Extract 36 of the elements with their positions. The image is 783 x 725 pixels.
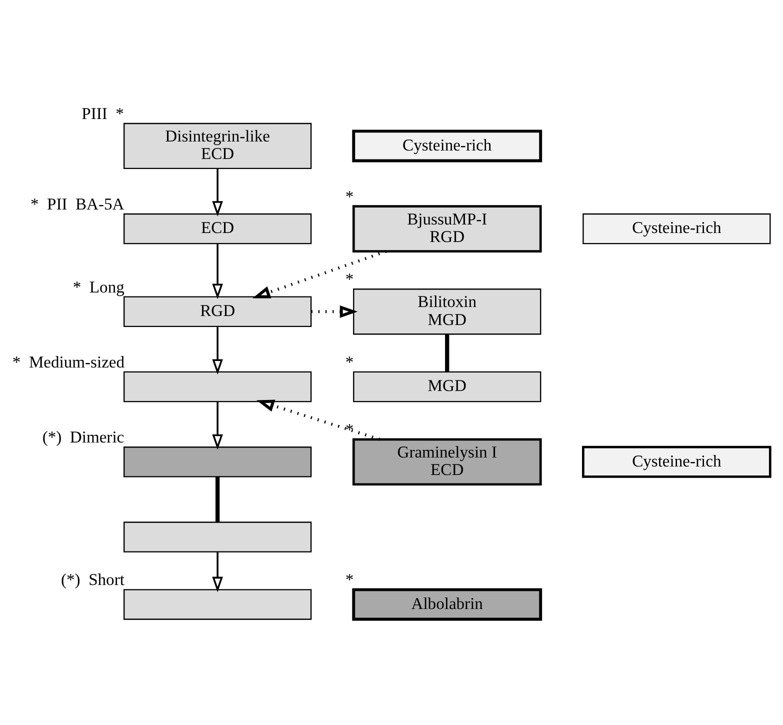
arrow bbox=[252, 250, 387, 298]
node-box: Cysteine-rich bbox=[352, 130, 542, 162]
node-bar bbox=[124, 589, 312, 620]
node-box: Cysteine-rich bbox=[582, 446, 772, 478]
node-box: ECD bbox=[124, 213, 312, 244]
node-bar bbox=[124, 522, 312, 552]
node-label: PIII * bbox=[82, 104, 124, 123]
node-label: * Medium-sized bbox=[12, 352, 125, 372]
arrow bbox=[212, 402, 223, 450]
arrow bbox=[212, 168, 223, 217]
connector bbox=[445, 334, 450, 372]
node-box: Graminelysin I ECD bbox=[352, 438, 542, 486]
node-label: * bbox=[345, 352, 354, 372]
arrow bbox=[212, 244, 223, 300]
node-bar bbox=[124, 446, 312, 478]
node-label: * bbox=[345, 186, 354, 206]
node-label: * Long bbox=[72, 277, 124, 296]
node-box: Albolabrin bbox=[352, 588, 542, 621]
node-label: * bbox=[345, 420, 354, 439]
arrow bbox=[311, 305, 358, 318]
node-box: MGD bbox=[353, 371, 542, 402]
node-label: (*) Dimeric bbox=[42, 428, 124, 447]
node-box: Disintegrin-like ECD bbox=[124, 122, 312, 170]
node-box: Bilitoxin MGD bbox=[353, 288, 542, 335]
node-box: RGD bbox=[124, 296, 312, 327]
node-label: * bbox=[345, 270, 354, 289]
arrow bbox=[212, 552, 223, 592]
connector bbox=[216, 476, 220, 522]
node-box: Cysteine-rich bbox=[582, 213, 771, 244]
node-label: (*) Short bbox=[61, 570, 124, 590]
node-box: BjussuMP-I RGD bbox=[352, 205, 542, 252]
node-bar bbox=[124, 371, 312, 402]
arrow bbox=[256, 400, 380, 441]
arrow bbox=[212, 326, 223, 375]
node-label: * PII BA-5A bbox=[30, 194, 124, 214]
node-label: * bbox=[345, 570, 354, 590]
